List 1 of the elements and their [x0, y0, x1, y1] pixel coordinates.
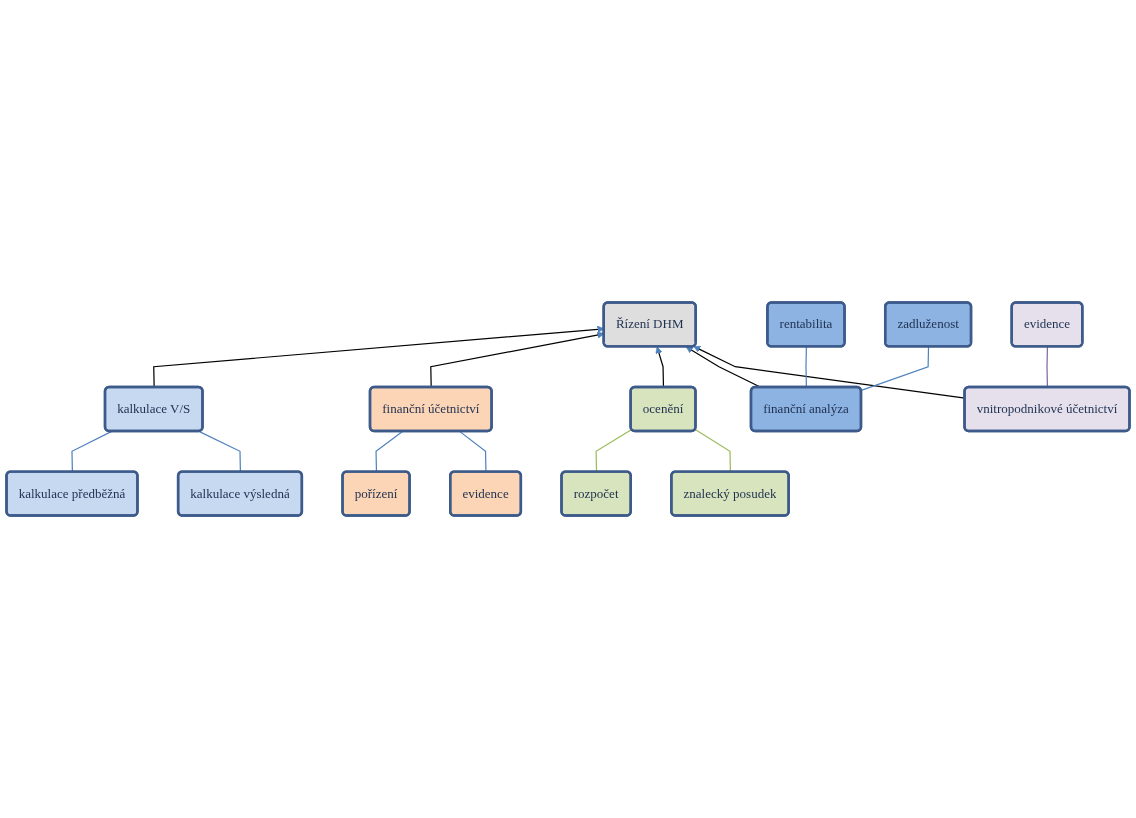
connector: [860, 346, 930, 392]
